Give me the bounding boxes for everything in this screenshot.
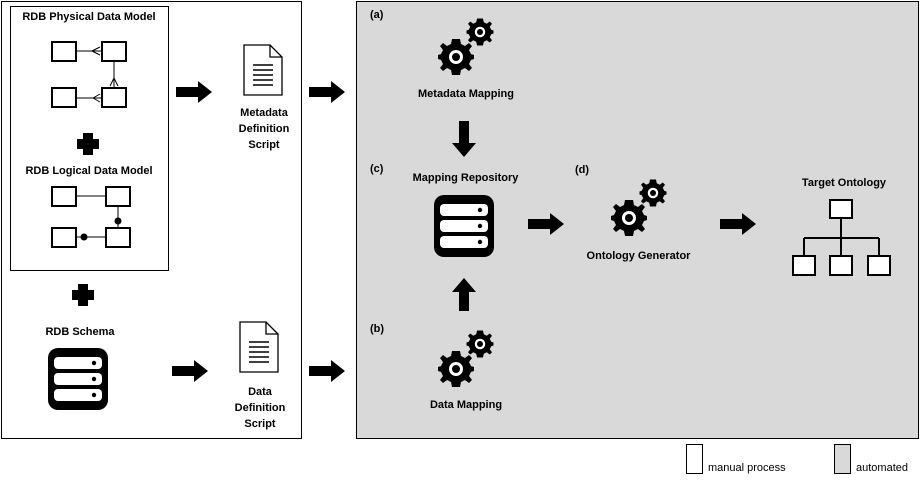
tag-a: (a) — [370, 9, 384, 21]
target-ontology-tree-icon — [792, 199, 891, 276]
data-mapping-label: Data Mapping — [429, 399, 503, 411]
metadata-script-label-2: Definition — [238, 123, 290, 135]
logical-data-model-title: RDB Logical Data Model — [25, 165, 153, 177]
plus-icon — [77, 133, 99, 155]
data-script-label-2: Definition — [234, 402, 286, 414]
logical-data-model-icon — [51, 186, 131, 248]
metadata-script-label-1: Metadata — [240, 107, 288, 119]
arrow-right-icon — [309, 81, 345, 103]
arrow-up-icon — [452, 278, 476, 311]
physical-data-model-icon — [51, 41, 127, 108]
mapping-repository-database-icon — [434, 195, 494, 257]
arrow-down-icon — [452, 121, 476, 157]
legend-manual-swatch — [686, 444, 703, 474]
tag-d: (d) — [575, 164, 590, 176]
tag-b: (b) — [370, 323, 385, 335]
arrow-right-icon — [309, 360, 345, 382]
legend-manual-label: manual process — [708, 462, 786, 474]
legend-automated-label: automated — [856, 462, 908, 474]
ontology-generator-label: Ontology Generator — [586, 250, 691, 262]
rdb-schema-title: RDB Schema — [45, 326, 115, 338]
metadata-mapping-label: Metadata Mapping — [418, 88, 514, 100]
data-script-document-icon — [239, 321, 279, 373]
data-script-label-1: Data — [248, 386, 272, 398]
physical-data-model-title: RDB Physical Data Model — [22, 11, 156, 23]
mapping-repository-label: Mapping Repository — [412, 172, 519, 184]
metadata-script-document-icon — [243, 44, 283, 96]
metadata-script-label-3: Script — [248, 139, 280, 151]
plus-icon — [72, 284, 94, 306]
tag-c: (c) — [370, 163, 384, 175]
data-script-label-3: Script — [244, 418, 276, 430]
schema-database-icon — [48, 348, 108, 410]
legend-automated-swatch — [834, 444, 851, 474]
target-ontology-label: Target Ontology — [801, 177, 887, 189]
